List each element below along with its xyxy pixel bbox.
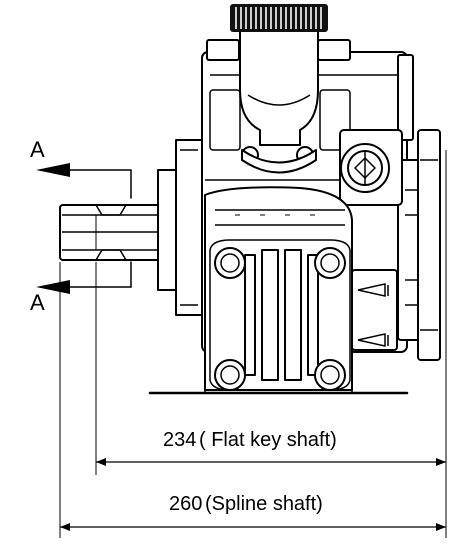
inlet-fitting [239, 29, 319, 174]
section-label-top: A [30, 137, 45, 162]
dimension-flat-key-note: ( Flat key shaft) [199, 429, 337, 451]
mounting-bolt-bottom-right [314, 359, 346, 391]
spline-shaft [59, 204, 161, 261]
mounting-bolt-top-left [214, 247, 246, 279]
section-label-bottom: A [30, 290, 45, 315]
mounting-bolt-top-right [314, 247, 346, 279]
knurled-cap [230, 4, 328, 32]
mounting-base [148, 360, 409, 395]
outlet-port [339, 129, 403, 206]
section-arrow-bottom [36, 261, 132, 294]
dimension-flat-key-value: 234 [163, 429, 196, 451]
dimension-spline-note: (Spline shaft) [205, 493, 323, 515]
bearing-flange [157, 139, 203, 316]
mounting-bolt-bottom-left [214, 359, 246, 391]
section-arrow-top [36, 163, 132, 199]
valve-markers [351, 269, 398, 351]
manifold-block [204, 186, 353, 391]
dimension-spline-value: 260 [169, 493, 202, 515]
